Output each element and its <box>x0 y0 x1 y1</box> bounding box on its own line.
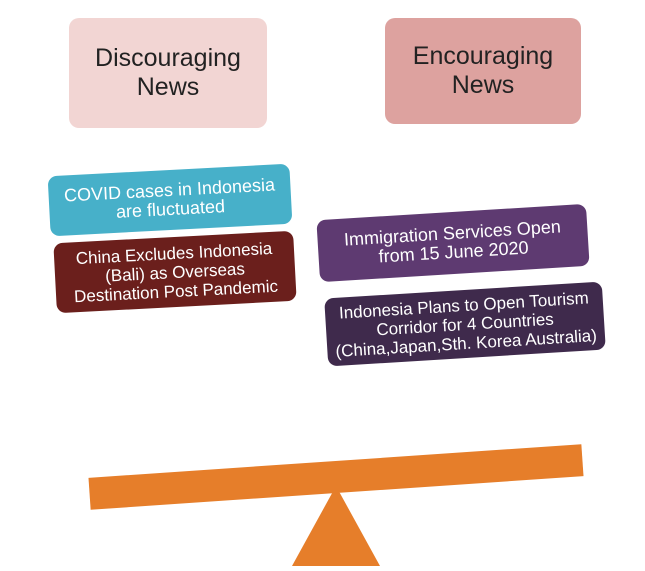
discouraging-news-label: Discouraging News <box>95 44 241 101</box>
encouraging-card-2-text: Indonesia Plans to Open Tourism Corridor… <box>334 287 598 361</box>
discouraging-card-1: COVID cases in Indonesia are fluctuated <box>47 163 293 237</box>
encouraging-card-1-text: Immigration Services Open from 15 June 2… <box>343 216 562 267</box>
discouraging-card-3-text: International Airlines and Visa Applicat… <box>81 321 279 370</box>
discouraging-card-1-text: COVID cases in Indonesia are fluctuated <box>63 174 276 222</box>
discouraging-card-3: International Airlines and Visa Applicat… <box>59 307 299 383</box>
discouraging-card-2: China Excludes Indonesia (Bali) as Overs… <box>53 230 297 314</box>
discouraging-card-4-text: Australia travelban to Bali until Sept 2… <box>89 393 284 440</box>
encouraging-card-3: 3 Regimen Combined medicines are created… <box>334 358 608 440</box>
encouraging-news-header: Encouraging News <box>385 18 581 124</box>
encouraging-card-2: Indonesia Plans to Open Tourism Corridor… <box>324 281 606 367</box>
encouraging-news-label: Encouraging News <box>412 42 554 99</box>
encouraging-card-1: Immigration Services Open from 15 June 2… <box>316 203 590 283</box>
discouraging-card-2-text: China Excludes Indonesia (Bali) as Overs… <box>73 238 279 306</box>
fulcrum-triangle <box>292 486 380 566</box>
encouraging-card-3-text: 3 Regimen Combined medicines are created… <box>346 363 594 434</box>
discouraging-news-header: Discouraging News <box>69 18 267 128</box>
discouraging-card-4: Australia travelban to Bali until Sept 2… <box>69 382 306 454</box>
fulcrum-shape <box>292 486 380 566</box>
